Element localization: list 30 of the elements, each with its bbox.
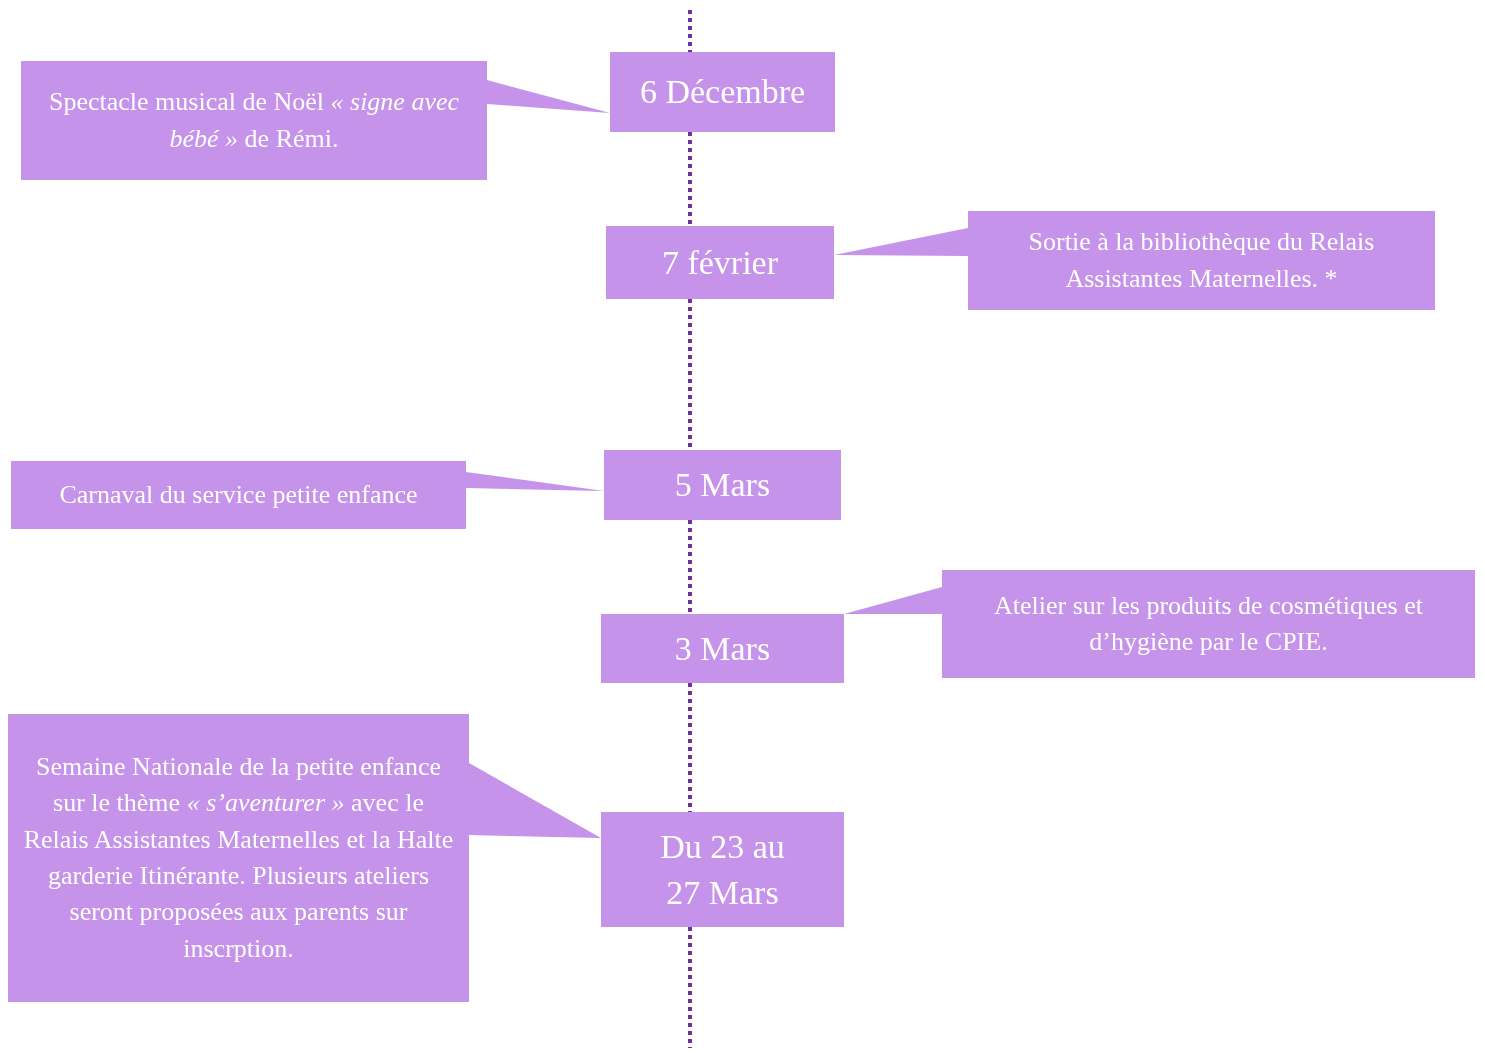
event-text: Sortie à la bibliothèque du Relais Assistantes Maternelles. * xyxy=(1027,226,1376,295)
timeline-line xyxy=(688,299,692,450)
date-box xyxy=(610,52,835,132)
date-box xyxy=(601,614,844,683)
date-label: 7 février xyxy=(661,242,779,283)
timeline-line xyxy=(688,683,692,812)
timeline-line xyxy=(688,132,692,226)
callout-box xyxy=(11,461,466,529)
timeline-line xyxy=(688,10,692,52)
callout-pointer xyxy=(469,763,601,838)
callout-pointer xyxy=(844,587,942,614)
date-box xyxy=(604,450,841,520)
callout-box xyxy=(21,61,487,180)
event-text: Semaine Nationale de la petite enfance sur le thème « s’aventurer » avec le Relais Assistantes Maternelles et la Halte garderie Itinérante. Plusieurs ateliers seront proposées aux parents sur inscrption. xyxy=(22,750,455,965)
date-label: 5 Mars xyxy=(674,465,771,506)
event-text: Atelier sur les produits de cosmétiques et d’hygiène par le CPIE. xyxy=(993,589,1424,658)
event-text: Spectacle musical de Noël « signe avec bébé » de Rémi. xyxy=(47,86,461,155)
callout-pointer xyxy=(834,228,968,256)
date-label: Du 23 au 27 Mars xyxy=(659,826,786,913)
date-label: 6 Décembre xyxy=(639,72,806,113)
callout-pointer xyxy=(487,80,610,113)
event-text: Carnaval du service petite enfance xyxy=(59,478,418,511)
callout-box xyxy=(942,570,1475,678)
timeline-line xyxy=(688,520,692,614)
timeline-line xyxy=(688,927,692,1048)
callout-box xyxy=(968,211,1435,310)
date-box xyxy=(601,812,844,927)
callout-box xyxy=(8,714,469,1002)
date-label: 3 Mars xyxy=(674,628,771,669)
date-box xyxy=(606,226,834,299)
